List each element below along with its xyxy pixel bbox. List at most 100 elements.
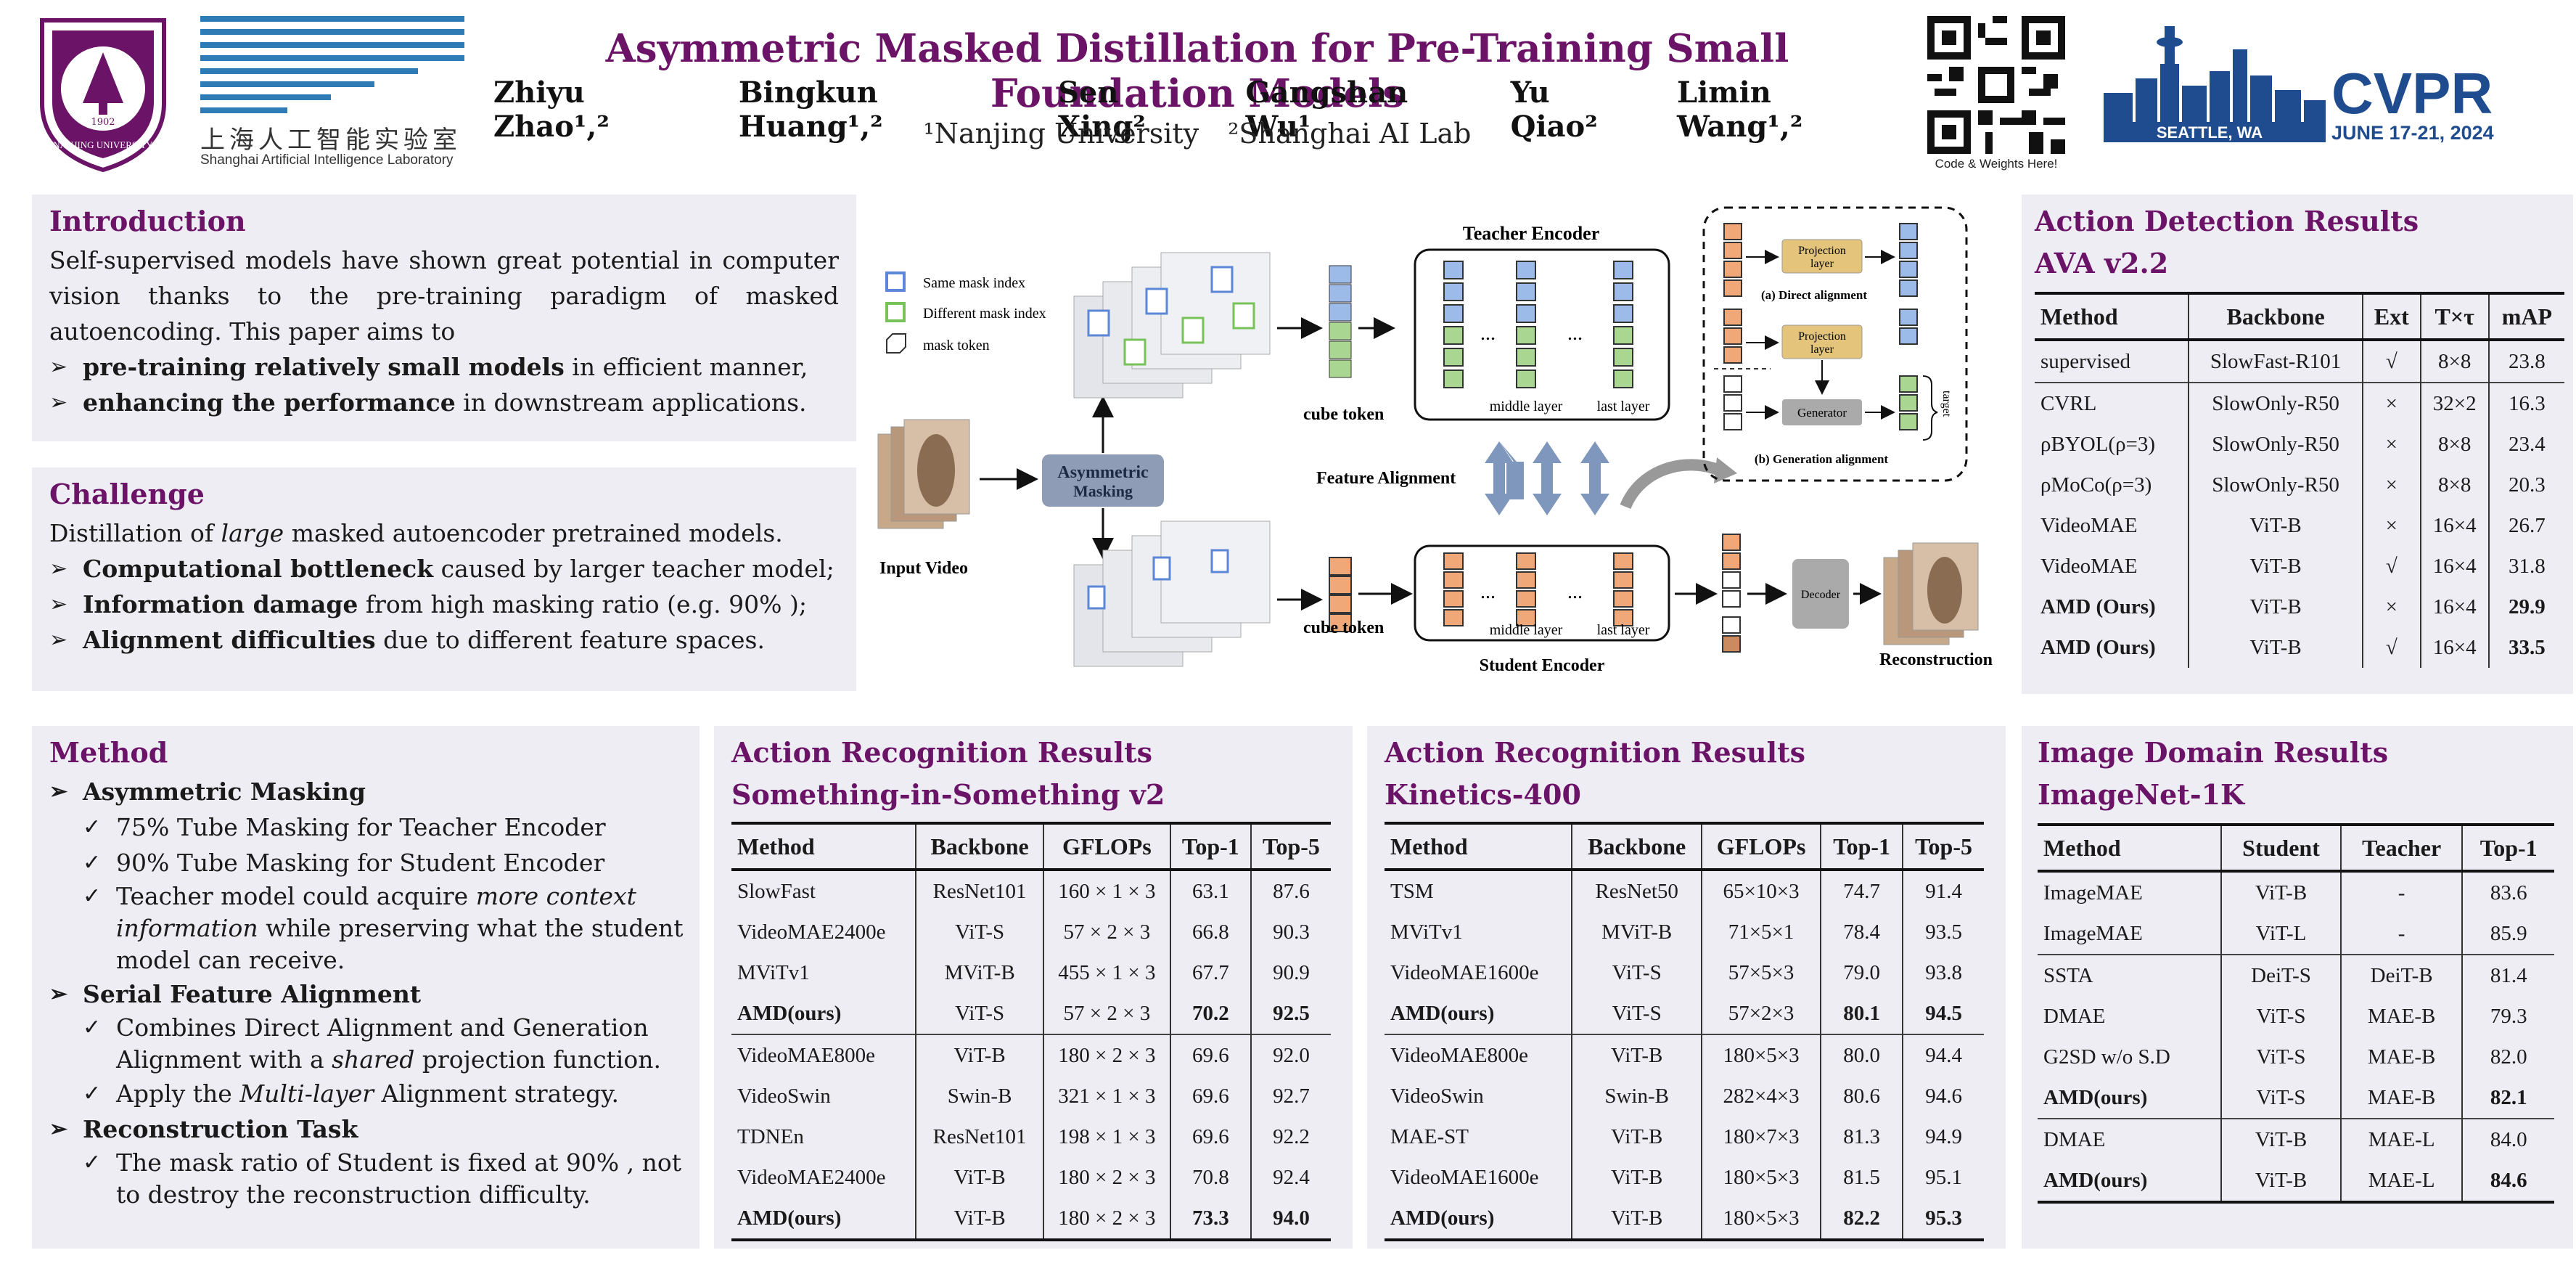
- input-video-label: Input Video: [879, 559, 968, 578]
- author: Sen Xing²: [1058, 75, 1146, 144]
- ellipsis: ...: [1567, 581, 1583, 603]
- ssv2-subtitle: Something-in-Something v2: [731, 778, 1165, 811]
- generation-alignment-label: (b) Generation alignment: [1755, 452, 1888, 466]
- author: Gangshan Wu¹: [1245, 75, 1408, 144]
- projection-layer-label: layer: [1810, 258, 1834, 270]
- decoder-label: Decoder: [1801, 589, 1841, 601]
- teacher-masked-patches: [1073, 252, 1271, 399]
- challenge-panel: Challenge Distillation of large masked a…: [32, 467, 856, 691]
- generation-alignment-target-tokens: [1899, 309, 1918, 430]
- cube-token-label: cube token: [1303, 618, 1384, 637]
- decoder-box: [1792, 559, 1849, 629]
- arrow-bullet-icon: ➢: [49, 592, 68, 617]
- student-encoder-title: Student Encoder: [1480, 656, 1605, 675]
- method-panel: Method ➢Asymmetric Masking ✓75% Tube Mas…: [32, 726, 700, 1249]
- arrow-bullet-icon: ➢: [49, 354, 68, 380]
- check-icon: ✓: [83, 1150, 102, 1175]
- check-icon: ✓: [83, 1081, 102, 1106]
- teacher-encoder-box: [1414, 248, 1670, 421]
- asymmetric-masking-label: Asymmetric: [1057, 463, 1149, 482]
- nju-logo: 1902 NANJING UNIVERSITY: [40, 18, 166, 173]
- shlab-en: Shanghai Artificial Intelligence Laborat…: [200, 152, 454, 168]
- author: Zhiyu Zhao¹,²: [493, 75, 610, 144]
- author-list: Zhiyu Zhao¹,² Bingkun Huang¹,² Sen Xing²…: [493, 75, 1901, 144]
- middle-layer-label: middle layer: [1490, 399, 1563, 414]
- cvpr-logo: SEATTLE, WA CVPR JUNE 17-21, 2024: [2104, 26, 2494, 144]
- alignment-detail-box: [1702, 206, 1968, 482]
- challenge-bullet: ➢Alignment difficulties due to different…: [49, 622, 839, 658]
- projection-layer-box: [1781, 324, 1863, 359]
- arrow-bullet-icon: ➢: [49, 627, 68, 653]
- ssv2-panel: Action Recognition Results Something-in-…: [714, 726, 1353, 1249]
- asymmetric-masking-box: [1042, 454, 1164, 507]
- student-cube-tokens: [1329, 557, 1352, 632]
- shlab-cn: 上海人工智能实验室: [200, 126, 462, 155]
- method-section: ➢Serial Feature Alignment: [49, 976, 684, 1012]
- cvpr-dates: JUNE 17-21, 2024: [2331, 122, 2494, 144]
- feature-alignment-label: Feature Alignment: [1316, 469, 1456, 488]
- qr-caption: Code & Weights Here!: [1935, 157, 2058, 171]
- legend-token: mask token: [923, 338, 990, 354]
- method-point: ✓Combines Direct Alignment and Generatio…: [83, 1013, 661, 1074]
- author: Limin Wang¹,²: [1676, 75, 1803, 144]
- teacher-encoder-title: Teacher Encoder: [1463, 223, 1600, 244]
- shlab-logo-mark: [200, 16, 464, 113]
- direct-alignment-target-tokens: [1899, 223, 1918, 297]
- method-point: ✓Teacher model could acquire more contex…: [83, 882, 684, 974]
- student-masked-patches: [1073, 520, 1271, 667]
- check-icon: ✓: [83, 814, 102, 840]
- k400-subtitle: Kinetics-400: [1385, 778, 1581, 811]
- introduction-bullet: ➢enhancing the performance in downstream…: [49, 385, 839, 420]
- qr-code[interactable]: [1927, 16, 2065, 154]
- reconstruction-frames: [1883, 542, 1979, 645]
- challenge-bullet: ➢Information damage from high masking ra…: [49, 587, 839, 622]
- target-label: target: [1940, 391, 1953, 417]
- imagenet-title: Image Domain Results: [2038, 736, 2389, 769]
- legend-diff-swatch: [885, 302, 906, 322]
- ava-panel: Action Detection Results AVA v2.2 Method…: [2022, 195, 2573, 694]
- method-section: ➢Asymmetric Masking: [49, 774, 684, 809]
- ava-title: Action Detection Results: [2035, 205, 2419, 237]
- affiliation: ²Shanghai AI Lab: [1228, 118, 1472, 150]
- method-section: ➢Reconstruction Task: [49, 1111, 684, 1147]
- author: Yu Qiao²: [1510, 75, 1598, 144]
- ava-subtitle: AVA v2.2: [2035, 247, 2169, 279]
- last-layer-label: last layer: [1597, 399, 1650, 414]
- feature-alignment-arrows: [1485, 441, 1609, 515]
- generator-label: Generator: [1797, 406, 1847, 420]
- legend-same-swatch: [885, 271, 906, 292]
- direct-alignment-student-tokens: [1723, 223, 1742, 297]
- arrow-bullet-icon: ➢: [49, 1116, 68, 1142]
- challenge-title: Challenge: [49, 478, 205, 510]
- curved-arrow: [1620, 459, 1722, 510]
- introduction-bullet: ➢pre-training relatively small models in…: [49, 349, 839, 385]
- decoder-input-tokens: [1722, 534, 1741, 653]
- poster-title: Asymmetric Masked Distillation for Pre-T…: [605, 26, 1789, 116]
- nju-logo-year: 1902: [91, 117, 115, 128]
